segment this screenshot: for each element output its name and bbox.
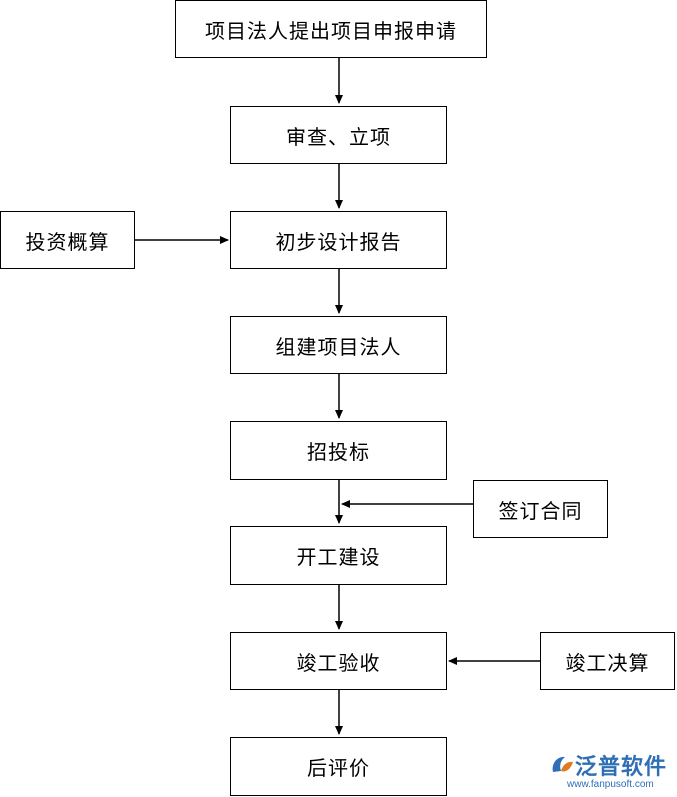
step-set-up-legal-label: 组建项目法人	[275, 334, 402, 359]
step-prelim-design-label: 初步设计报告	[275, 229, 402, 254]
step-review-label: 审查、立项	[286, 124, 391, 149]
step-construction-label: 开工建设	[296, 545, 381, 569]
step-acceptance-label: 竣工验收	[296, 650, 381, 675]
step-acceptance: 竣工验收	[230, 632, 447, 690]
input-contract-label: 签订合同	[498, 498, 583, 523]
input-contract: 签订合同	[473, 480, 608, 538]
watermark: 泛普软件 www.fanpusoft.com	[547, 746, 675, 796]
watermark-url: www.fanpusoft.com	[567, 779, 654, 790]
input-final-accounts: 竣工决算	[540, 632, 675, 690]
step-post-eval: 后评价	[230, 737, 447, 796]
step-prelim-design: 初步设计报告	[230, 211, 447, 269]
step-apply-label: 项目法人提出项目申报申请	[205, 18, 457, 43]
input-final-accounts-label: 竣工决算	[565, 650, 650, 675]
watermark-brand: 泛普软件	[575, 755, 668, 780]
step-set-up-legal: 组建项目法人	[230, 316, 447, 374]
brand-logo-icon	[552, 756, 573, 772]
input-budget: 投资概算	[0, 211, 135, 269]
step-construction: 开工建设	[230, 526, 447, 585]
step-bidding: 招投标	[230, 421, 447, 480]
input-budget-label: 投资概算	[25, 229, 110, 254]
step-post-eval-label: 后评价	[307, 756, 370, 780]
step-apply: 项目法人提出项目申报申请	[175, 0, 487, 58]
step-review: 审查、立项	[230, 106, 447, 164]
step-bidding-label: 招投标	[307, 440, 370, 464]
